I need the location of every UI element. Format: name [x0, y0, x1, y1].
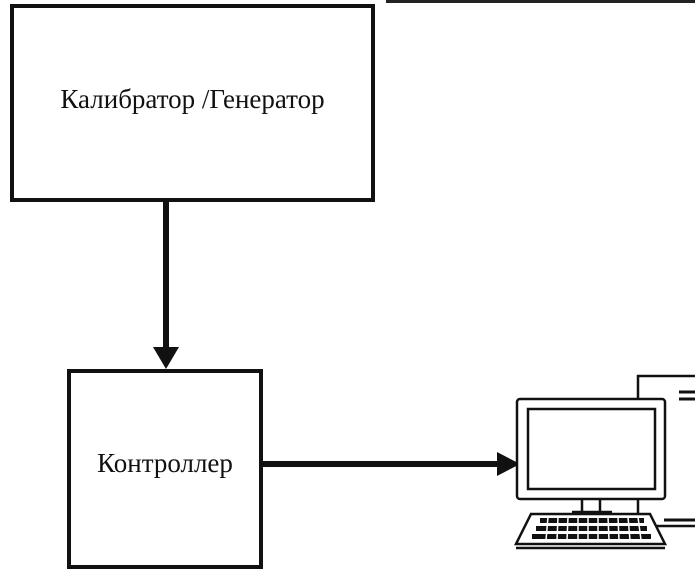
- arrow-controller-to-computer: [263, 452, 520, 476]
- calibrator-generator-box: Калибратор /Генератор: [10, 4, 375, 202]
- arrow-calibrator-to-controller: [153, 202, 179, 369]
- calibrator-generator-label: Калибратор /Генератор: [60, 83, 325, 114]
- keyboard-keys: [532, 518, 651, 539]
- cropped-text-fragment: [386, 0, 695, 3]
- monitor-screen: [526, 407, 657, 491]
- controller-box: Контроллер: [67, 369, 263, 569]
- controller-label: Контроллер: [97, 447, 233, 478]
- desktop-computer-icon: [513, 374, 695, 550]
